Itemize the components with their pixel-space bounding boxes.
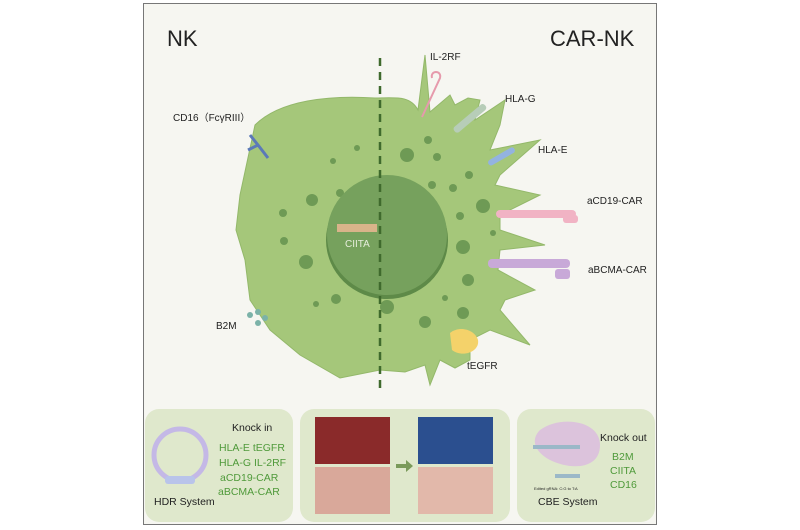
granules xyxy=(279,136,496,328)
cd16-receptor-icon xyxy=(247,134,270,159)
ciita-gene-icon xyxy=(337,224,377,232)
hdr-caption: HDR System xyxy=(154,496,215,508)
hdr-panel xyxy=(145,409,293,522)
label-b2m: B2M xyxy=(216,321,237,332)
ultrasound-after-image xyxy=(418,417,493,464)
label-acd19: aCD19-CAR xyxy=(587,196,643,207)
plasmid-insert-icon xyxy=(165,476,195,484)
arrow-icon xyxy=(396,460,413,472)
acd19-car-icon xyxy=(496,210,578,223)
tissue-after-image xyxy=(418,467,493,514)
il2rf-receptor-icon xyxy=(421,71,442,118)
tissue-before-image xyxy=(315,467,390,514)
hdr-item: aCD19-CAR xyxy=(220,472,279,484)
hlae-receptor-icon xyxy=(488,147,515,166)
label-hlae: HLA-E xyxy=(538,145,568,156)
hdr-heading: Knock in xyxy=(232,422,272,434)
ciita-label: CIITA xyxy=(345,239,370,250)
cbe-heading: Knock out xyxy=(600,432,647,444)
hdr-item: aBCMA-CAR xyxy=(218,486,280,498)
label-tegfr: tEGFR xyxy=(467,361,498,372)
hdr-item: HLA-G IL-2RF xyxy=(219,457,286,469)
label-cd16: CD16（FcγRIII） xyxy=(173,112,250,124)
b2m-receptor-icon xyxy=(247,309,268,326)
cbe-enzyme-icon xyxy=(534,421,600,467)
nucleus xyxy=(327,175,447,295)
abcma-car-icon xyxy=(488,259,570,279)
cbe-item: B2M xyxy=(612,451,634,463)
title-car-nk: CAR-NK xyxy=(550,26,635,51)
cbe-item: CIITA xyxy=(610,465,636,477)
label-il2rf: IL-2RF xyxy=(430,52,461,63)
cbe-caption: CBE System xyxy=(538,496,598,508)
title-nk: NK xyxy=(167,26,198,51)
ultrasound-before-image xyxy=(315,417,390,464)
label-hlag: HLA-G xyxy=(505,94,536,105)
hlag-receptor-icon xyxy=(453,104,487,133)
cbe-item: CD16 xyxy=(610,479,637,491)
hdr-item: HLA-E tEGFR xyxy=(219,442,285,454)
label-abcma: aBCMA-CAR xyxy=(588,265,647,276)
tegfr-receptor-icon xyxy=(450,329,479,354)
cbe-small-text: Edited gRNA: C:G to T:A xyxy=(534,486,578,491)
